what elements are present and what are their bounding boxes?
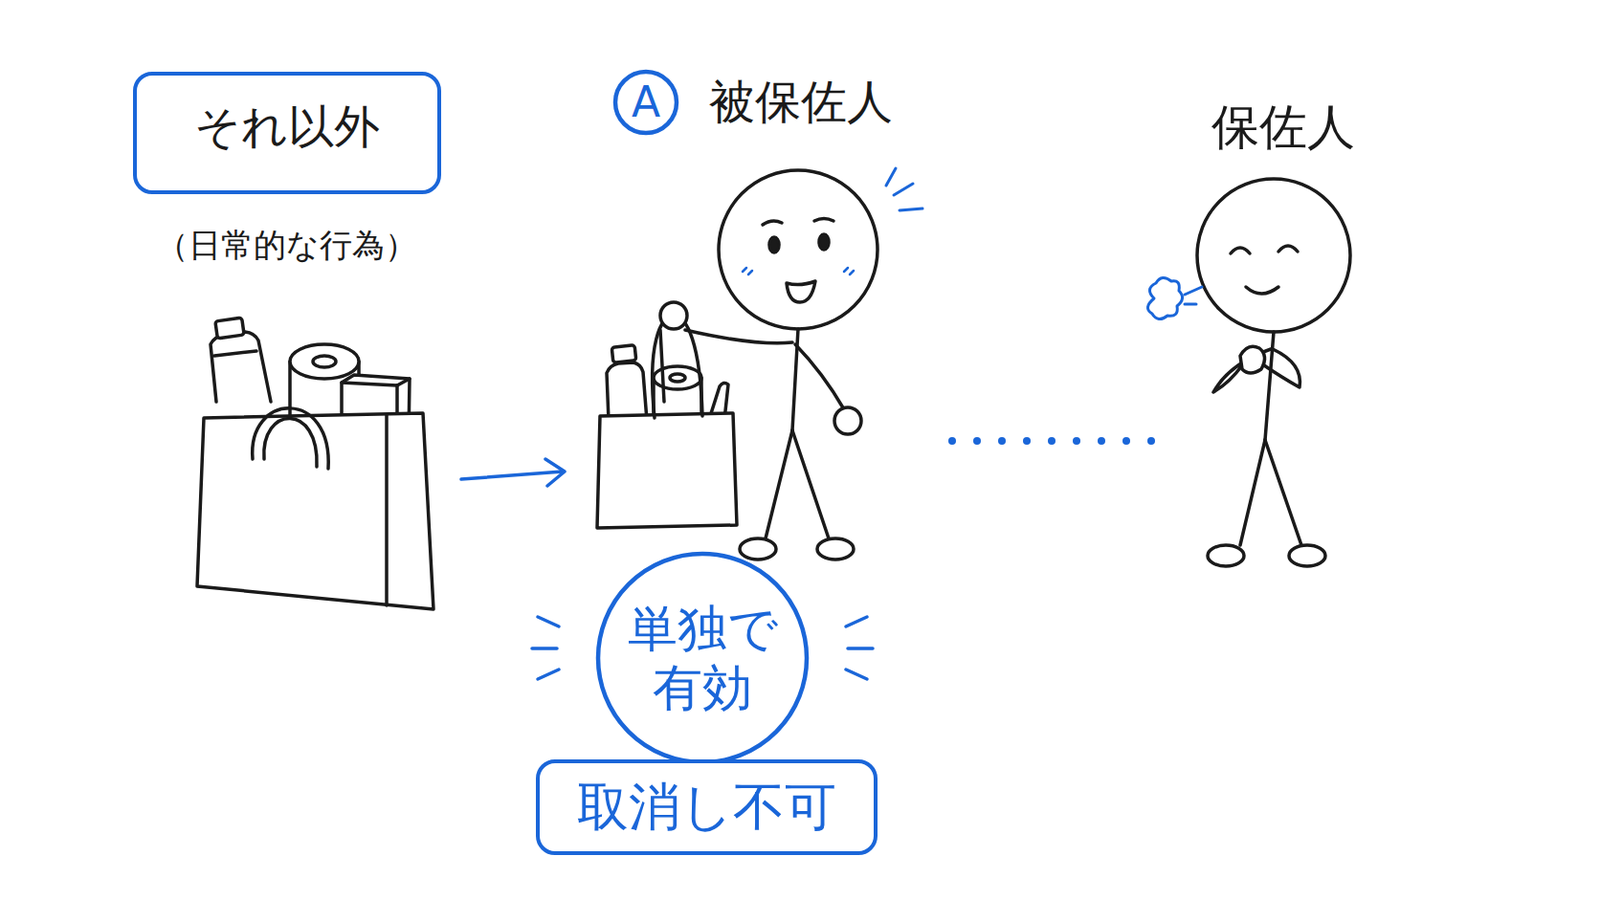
ward-person bbox=[660, 168, 923, 560]
role-label: 被保佐人 bbox=[709, 74, 893, 131]
small-bag-part bbox=[606, 362, 647, 422]
shopping-bag-part bbox=[210, 332, 271, 402]
ward-person-part bbox=[739, 538, 777, 560]
flow-arrow-part bbox=[461, 471, 563, 480]
flow-arrow-part bbox=[545, 459, 565, 487]
dotted-link bbox=[948, 437, 1156, 445]
ward-person-part-part bbox=[899, 208, 923, 211]
emphasis-dashes-part bbox=[847, 646, 873, 651]
small-bag bbox=[597, 315, 737, 529]
ward-person-part bbox=[685, 330, 793, 344]
shopping-bag-part bbox=[384, 415, 389, 606]
ward-person-part bbox=[786, 281, 816, 303]
emphasis-dashes-part bbox=[532, 646, 557, 651]
node-text: それ以外 bbox=[194, 99, 380, 156]
dotted-link-part bbox=[948, 437, 956, 445]
ward-person-part-part bbox=[886, 168, 896, 186]
circle-outline-shape bbox=[615, 71, 677, 134]
shopping-bag-part bbox=[214, 351, 257, 356]
node-text: A bbox=[631, 77, 661, 129]
ward-person-part bbox=[660, 302, 688, 330]
note-text: （日常的な行為） bbox=[155, 225, 418, 266]
small-bag-part bbox=[611, 345, 637, 363]
emphasis-dashes-part bbox=[537, 617, 559, 627]
dotted-link-part bbox=[1072, 437, 1081, 445]
ward-person-part bbox=[765, 430, 793, 539]
emphasis-dashes-part bbox=[845, 617, 867, 627]
curator-person-part bbox=[1230, 247, 1250, 254]
curator-person-part-part bbox=[1147, 277, 1182, 319]
curator-person-part bbox=[1261, 349, 1300, 388]
result-box: 取消し不可 bbox=[535, 759, 878, 856]
ward-person-part bbox=[762, 221, 782, 225]
ward-person-part bbox=[814, 219, 834, 223]
result-circle: 単独で有効 bbox=[595, 551, 810, 766]
shopping-bag-part bbox=[264, 418, 317, 467]
dotted-link-part bbox=[1022, 437, 1031, 445]
ward-person-part-part bbox=[742, 267, 747, 272]
curator-person-part bbox=[1240, 346, 1266, 374]
ward-person-part bbox=[886, 168, 923, 211]
node-text: 取消し不可 bbox=[577, 777, 837, 840]
curator-person-part bbox=[1245, 287, 1279, 294]
ward-person-part bbox=[742, 267, 854, 275]
circle-outline bbox=[595, 551, 810, 766]
dotted-link-part bbox=[1122, 437, 1131, 445]
shopping-bag-part bbox=[289, 344, 359, 379]
small-bag-part bbox=[669, 374, 686, 382]
shopping-bag-part bbox=[252, 408, 329, 469]
small-bag-part bbox=[660, 330, 665, 402]
dotted-link-part bbox=[1047, 437, 1056, 445]
flow-arrow bbox=[461, 459, 565, 487]
curator-person bbox=[1147, 178, 1351, 567]
ward-person-part bbox=[792, 430, 829, 539]
ward-person-part-part bbox=[849, 270, 854, 275]
dotted-link-part bbox=[998, 437, 1006, 445]
curator-person-part bbox=[1288, 545, 1326, 567]
curator-person-part bbox=[1265, 440, 1302, 546]
dotted-link-part bbox=[1147, 437, 1156, 445]
shopping-bag-part bbox=[397, 378, 410, 386]
ward-person-part bbox=[769, 237, 779, 253]
ward-person-part bbox=[817, 538, 854, 560]
shopping-bag-part bbox=[197, 413, 434, 610]
shopping-bag-part bbox=[215, 317, 245, 339]
circle-outline-shape bbox=[598, 554, 807, 763]
curator-person-part bbox=[1207, 545, 1245, 567]
emphasis-dashes-part bbox=[537, 669, 559, 680]
ward-person-part-part bbox=[893, 183, 913, 196]
curator-person-part bbox=[1240, 440, 1266, 546]
shopping-bag bbox=[197, 317, 434, 610]
ward-person-part bbox=[819, 234, 829, 250]
marker-circle: A bbox=[612, 68, 680, 136]
ward-person-part-part bbox=[844, 267, 848, 272]
dotted-link-part bbox=[973, 437, 981, 445]
curator-person-part bbox=[1147, 277, 1202, 319]
ward-person-part bbox=[718, 170, 878, 330]
category-box: それ以外 bbox=[133, 71, 442, 195]
small-bag-part bbox=[597, 413, 737, 529]
dotted-link-part bbox=[1097, 437, 1106, 445]
curator-person-part-part bbox=[1184, 287, 1202, 295]
role-label: 保佐人 bbox=[1211, 98, 1356, 156]
shopping-bag-part bbox=[341, 382, 398, 386]
curator-person-part bbox=[1278, 245, 1298, 252]
curator-person-part bbox=[1197, 178, 1351, 333]
shopping-bag-part bbox=[312, 355, 336, 368]
ward-person-part bbox=[834, 407, 862, 435]
curator-person-part-part bbox=[1184, 303, 1197, 307]
ward-person-part bbox=[795, 344, 845, 410]
emphasis-dashes-part bbox=[845, 669, 867, 680]
node-text: 単独で有効 bbox=[621, 599, 784, 719]
ward-person-part-part bbox=[748, 270, 753, 275]
